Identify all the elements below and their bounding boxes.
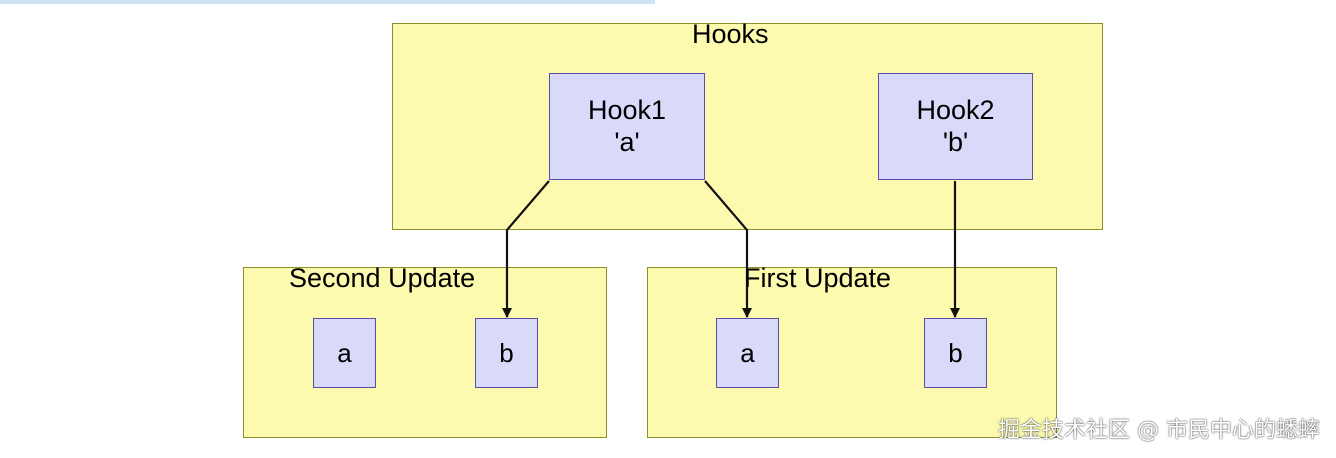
first-update-b-label: b — [948, 337, 963, 368]
watermark-text: 掘金技术社区 @ 市民中心的蟋蟀 — [998, 418, 1320, 443]
second-update-b-node: b — [475, 318, 538, 388]
first-update-a-label: a — [740, 337, 755, 368]
hook2-label: Hook2 'b' — [916, 94, 995, 157]
first-update-a-node: a — [716, 318, 779, 388]
second-update-a-node: a — [313, 318, 376, 388]
second-update-b-label: b — [499, 337, 514, 368]
top-accent-bar — [0, 0, 655, 4]
second-update-a-label: a — [337, 337, 352, 368]
hook1-node: Hook1 'a' — [549, 73, 705, 180]
second-update-group-title: Second Update — [289, 263, 476, 293]
first-update-group-title: First Update — [744, 263, 892, 293]
hook2-node: Hook2 'b' — [878, 73, 1033, 180]
first-update-b-node: b — [924, 318, 987, 388]
hooks-group-title: Hooks — [692, 19, 769, 49]
hook1-label: Hook1 'a' — [587, 94, 667, 157]
